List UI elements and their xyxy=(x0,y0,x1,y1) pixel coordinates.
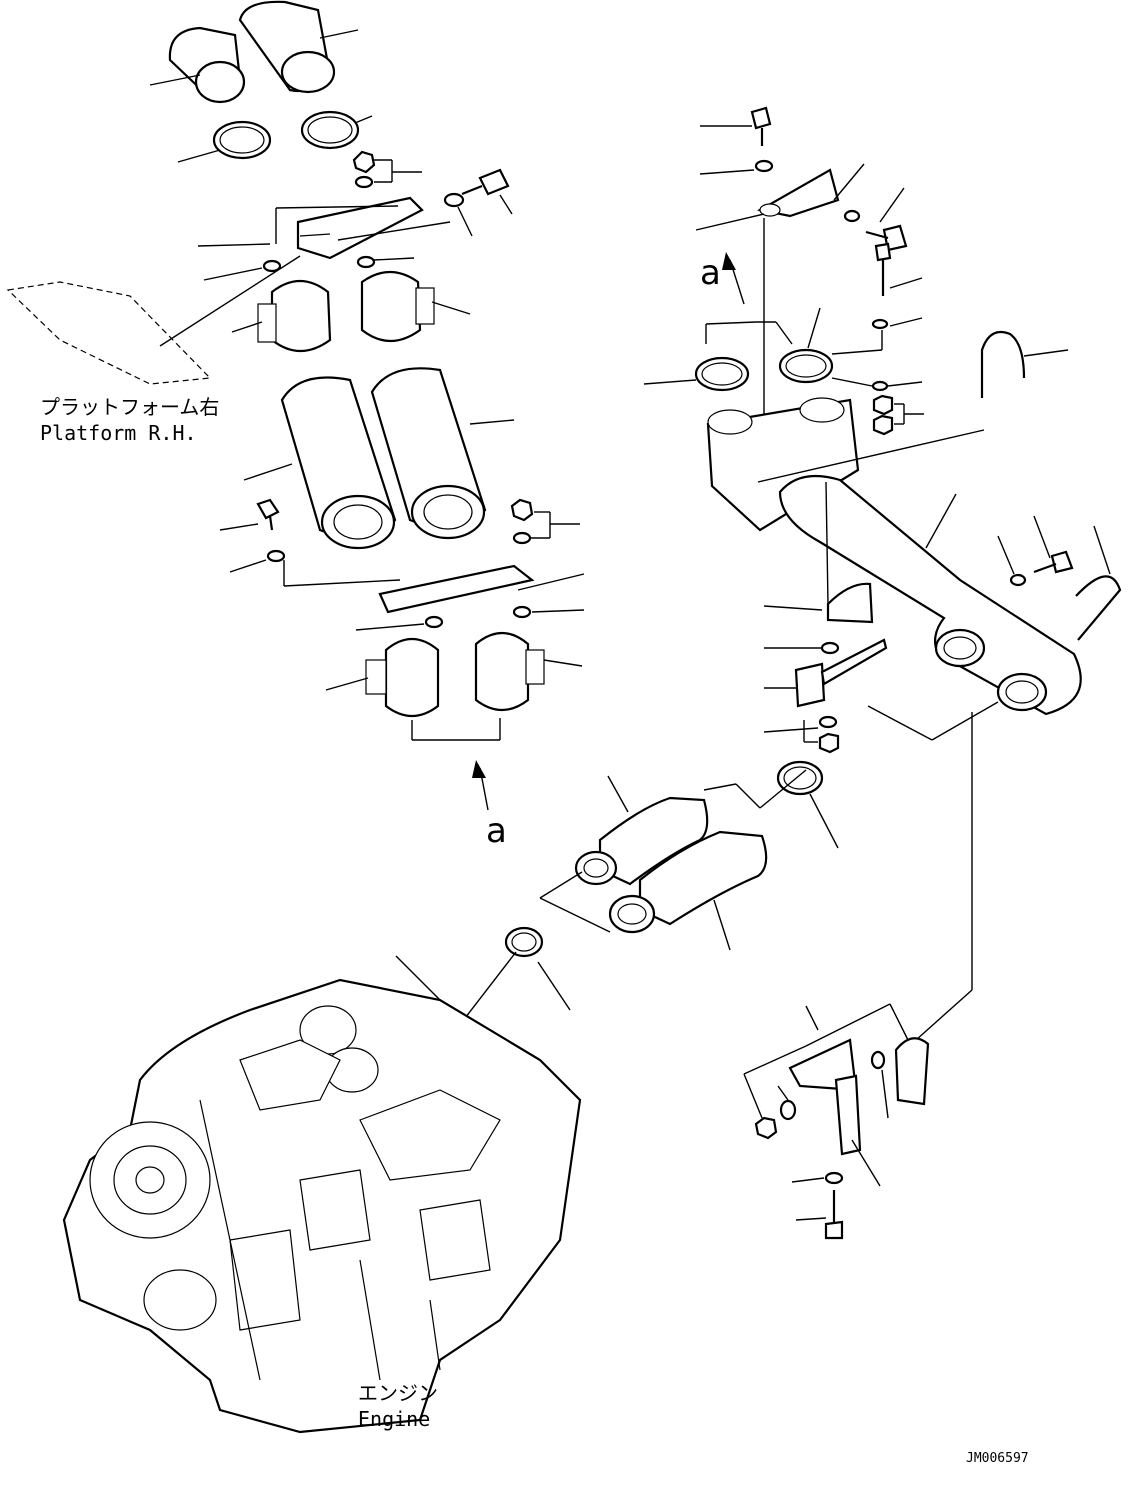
view-arrow-right xyxy=(722,252,745,305)
bolt-bracket-right xyxy=(865,224,908,252)
washer-right-lower xyxy=(871,380,889,392)
nut-support xyxy=(818,732,840,754)
nut-right-b xyxy=(872,414,894,436)
drawing-number: JM006597 xyxy=(966,1451,1029,1466)
washer-support-lower xyxy=(818,715,838,729)
bellows-lower xyxy=(608,830,768,934)
bolt-lower-left xyxy=(256,498,280,531)
washer-lower-bracket-right xyxy=(512,605,532,619)
support-bracket-arm xyxy=(794,638,888,708)
washer-lower-bracket-front xyxy=(779,1099,797,1121)
platform-rh-outline xyxy=(6,281,212,385)
washer-right-bracket xyxy=(356,255,376,269)
washer-left-bracket xyxy=(262,259,282,273)
engine-label-jp: エンジン xyxy=(358,1381,438,1405)
gasket-lower-left xyxy=(365,637,440,718)
bolt-top-right xyxy=(750,106,772,146)
support-strap xyxy=(826,582,874,624)
elbow-pipe-left xyxy=(168,26,246,104)
platform-label-jp: プラットフォーム右 xyxy=(40,395,219,419)
washer-pipe-right xyxy=(1009,573,1027,587)
elbow-pipe-right xyxy=(238,0,336,94)
nut-right-a xyxy=(872,394,894,416)
lower-bracket-plate xyxy=(378,564,535,614)
washer-bottom xyxy=(824,1171,844,1185)
y-pipe xyxy=(778,474,1082,716)
washer-lower-right xyxy=(512,531,532,545)
bolt-bottom xyxy=(824,1190,844,1240)
gasket-upper-right xyxy=(360,271,435,342)
clamp-right-left xyxy=(694,356,750,392)
washer-bracket-right xyxy=(843,209,861,223)
muffler-left xyxy=(280,376,397,550)
bracket-top-right xyxy=(756,168,840,218)
gasket-upper-left xyxy=(257,280,332,352)
engine-label-en: Engine xyxy=(358,1407,430,1431)
u-bolt-top xyxy=(980,330,1026,398)
platform-label-en: Platform R.H. xyxy=(40,421,197,445)
washer-upper xyxy=(354,175,374,189)
u-bolt-right xyxy=(1075,575,1122,641)
collector-box xyxy=(706,397,860,532)
clamp-upper-right xyxy=(300,110,360,150)
engine-block xyxy=(62,978,582,1434)
bolt-upper-bracket xyxy=(461,168,510,196)
washer-bracket xyxy=(443,192,465,208)
clamp-right-right xyxy=(778,348,834,384)
muffler-right xyxy=(370,367,487,540)
clamp-upper-left xyxy=(212,120,272,160)
lower-right-bracket xyxy=(788,1037,930,1156)
nut-lower-bracket xyxy=(754,1116,778,1140)
bolt-pipe-right xyxy=(1033,550,1074,574)
bolt-right-column xyxy=(874,242,892,296)
view-label-left: a xyxy=(486,811,507,851)
washer-support-upper xyxy=(820,641,840,655)
washer-lower-bracket-side xyxy=(870,1050,886,1070)
clamp-middle xyxy=(776,760,824,796)
washer-lower-left xyxy=(266,549,286,563)
washer-right-column xyxy=(871,318,889,330)
bellows-upper xyxy=(574,796,709,886)
clamp-lower xyxy=(504,926,544,958)
washer-lower-bracket-left xyxy=(424,615,444,629)
nut-lower-right xyxy=(510,498,534,522)
view-label-right: a xyxy=(700,253,721,293)
nut-upper xyxy=(352,150,376,174)
gasket-lower-right xyxy=(474,631,545,712)
washer-top-right xyxy=(754,159,774,173)
view-arrow-left xyxy=(472,760,489,811)
